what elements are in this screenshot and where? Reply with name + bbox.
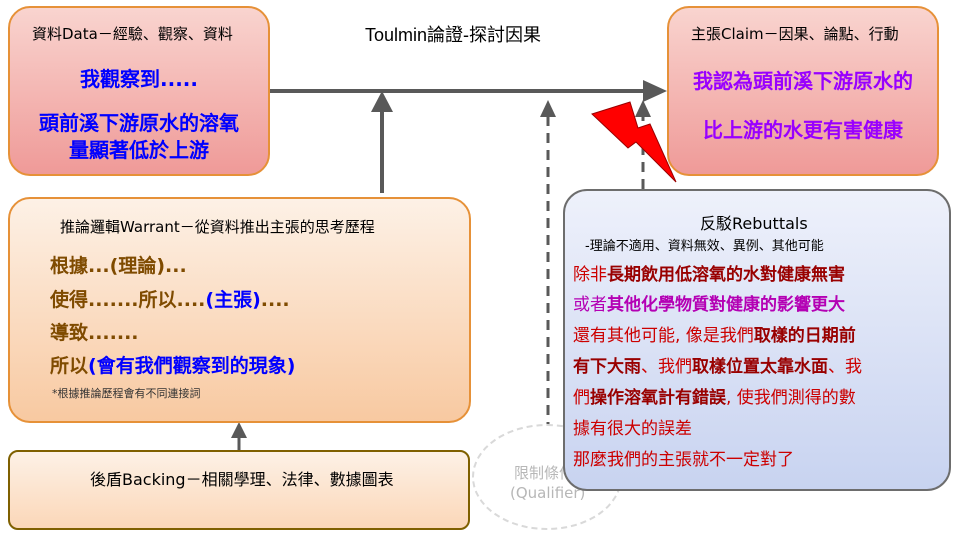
claim-box: 主張Claim－因果、論點、行動 我認為頭前溪下游原水的 比上游的水更有害健康 [667,6,939,176]
warrant-line-4-part-a: 所以 [50,355,89,377]
qualifier-label: 限制條件 [514,464,575,482]
data-header: 資料Data－經驗、觀察、資料 [32,25,233,43]
rebuttal-emphasis: 取樣位置太靠水面 [692,357,828,377]
warrant-line-2-part-c: .... [260,289,290,311]
rebuttal-emphasis: 操作溶氧計有錯誤 [590,388,726,408]
rebuttal-subheader: -理論不適用、資料無效、異例、其他可能 [585,239,824,254]
data-line-3: 量顯著低於上游 [69,138,209,162]
backing-box: 後盾Backing－相關學理、法律、數據圖表 [8,450,470,530]
warrant-line-4: 所以(會有我們觀察到的現象) [50,352,295,380]
rebuttal-emphasis: 取樣的日期前 [753,326,856,346]
rebuttal-line-6: 據有很大的誤差 [573,419,692,439]
rebuttal-text: 、我們 [641,357,692,377]
rebuttal-line-3: 還有其他可能, 像是我們取樣的日期前 [573,322,856,351]
rebuttal-text: 還有其他可能, 像是我們 [573,326,754,346]
rebuttal-text: 或者 [573,295,607,315]
warrant-line-2-claim: (主張) [205,289,261,311]
rebuttal-line-1: 除非長期飲用低溶氧的水對健康無害 [573,261,845,290]
rebuttal-emphasis: 其他化學物質對健康的影響更大 [607,295,845,315]
diagram-title: Toulmin論證-探討因果 [365,25,542,45]
claim-line-2: 比上游的水更有害健康 [703,118,903,142]
rebuttal-line-7: 那麼我們的主張就不一定對了 [573,450,794,470]
data-to-claim-arrowhead [643,80,667,102]
warrant-line-3: 導致....... [50,322,139,344]
rebuttal-text: 們 [573,388,590,408]
rebuttal-emphasis: 長期飲用低溶氧的水對健康無害 [607,265,845,285]
rebuttal-text: 、我 [828,357,862,377]
rebuttal-line-5: 們操作溶氧計有錯誤, 使我們測得的數 [573,384,856,413]
backing-to-warrant-arrowhead [231,422,247,438]
data-line-1: 我觀察到..... [80,67,198,91]
warrant-line-2: 使得.......所以....(主張).... [50,286,290,314]
warrant-header: 推論邏輯Warrant－從資料推出主張的思考歷程 [60,218,375,236]
rebuttal-text: , 使我們測得的數 [726,388,856,408]
rebuttal-box: 反駁Rebuttals -理論不適用、資料無效、異例、其他可能 除非長期飲用低溶… [563,189,951,491]
backing-header: 後盾Backing－相關學理、法律、數據圖表 [90,470,394,489]
warrant-line-2-part-a: 使得.......所以.... [50,289,206,311]
rebuttal-line-2: 或者其他化學物質對健康的影響更大 [573,291,845,320]
rebuttal-line-4: 有下大雨、我們取樣位置太靠水面、我 [573,353,862,382]
qualifier-label-en: (Qualifier) [510,484,586,502]
claim-header: 主張Claim－因果、論點、行動 [691,25,899,43]
rebuttal-emphasis: 有下大雨 [573,357,641,377]
warrant-line-4-observation: (會有我們觀察到的現象) [88,355,296,377]
data-line-2: 頭前溪下游原水的溶氧 [39,111,239,135]
warrant-line-1: 根據...(理論)... [50,255,187,277]
warrant-note: *根據推論歷程會有不同連接詞 [52,387,201,400]
warrant-box: 推論邏輯Warrant－從資料推出主張的思考歷程 根據...(理論)... 使得… [8,197,471,423]
data-box: 資料Data－經驗、觀察、資料 我觀察到..... 頭前溪下游原水的溶氧 量顯著… [8,6,270,176]
lightning-icon [591,101,677,183]
qualifier-arrowhead [540,100,556,117]
claim-line-1: 我認為頭前溪下游原水的 [693,69,913,93]
rebuttal-arrowhead [635,100,651,117]
rebuttal-text: 除非 [573,265,607,285]
rebuttal-header: 反駁Rebuttals [700,214,808,233]
warrant-to-main-arrowhead [371,91,393,112]
